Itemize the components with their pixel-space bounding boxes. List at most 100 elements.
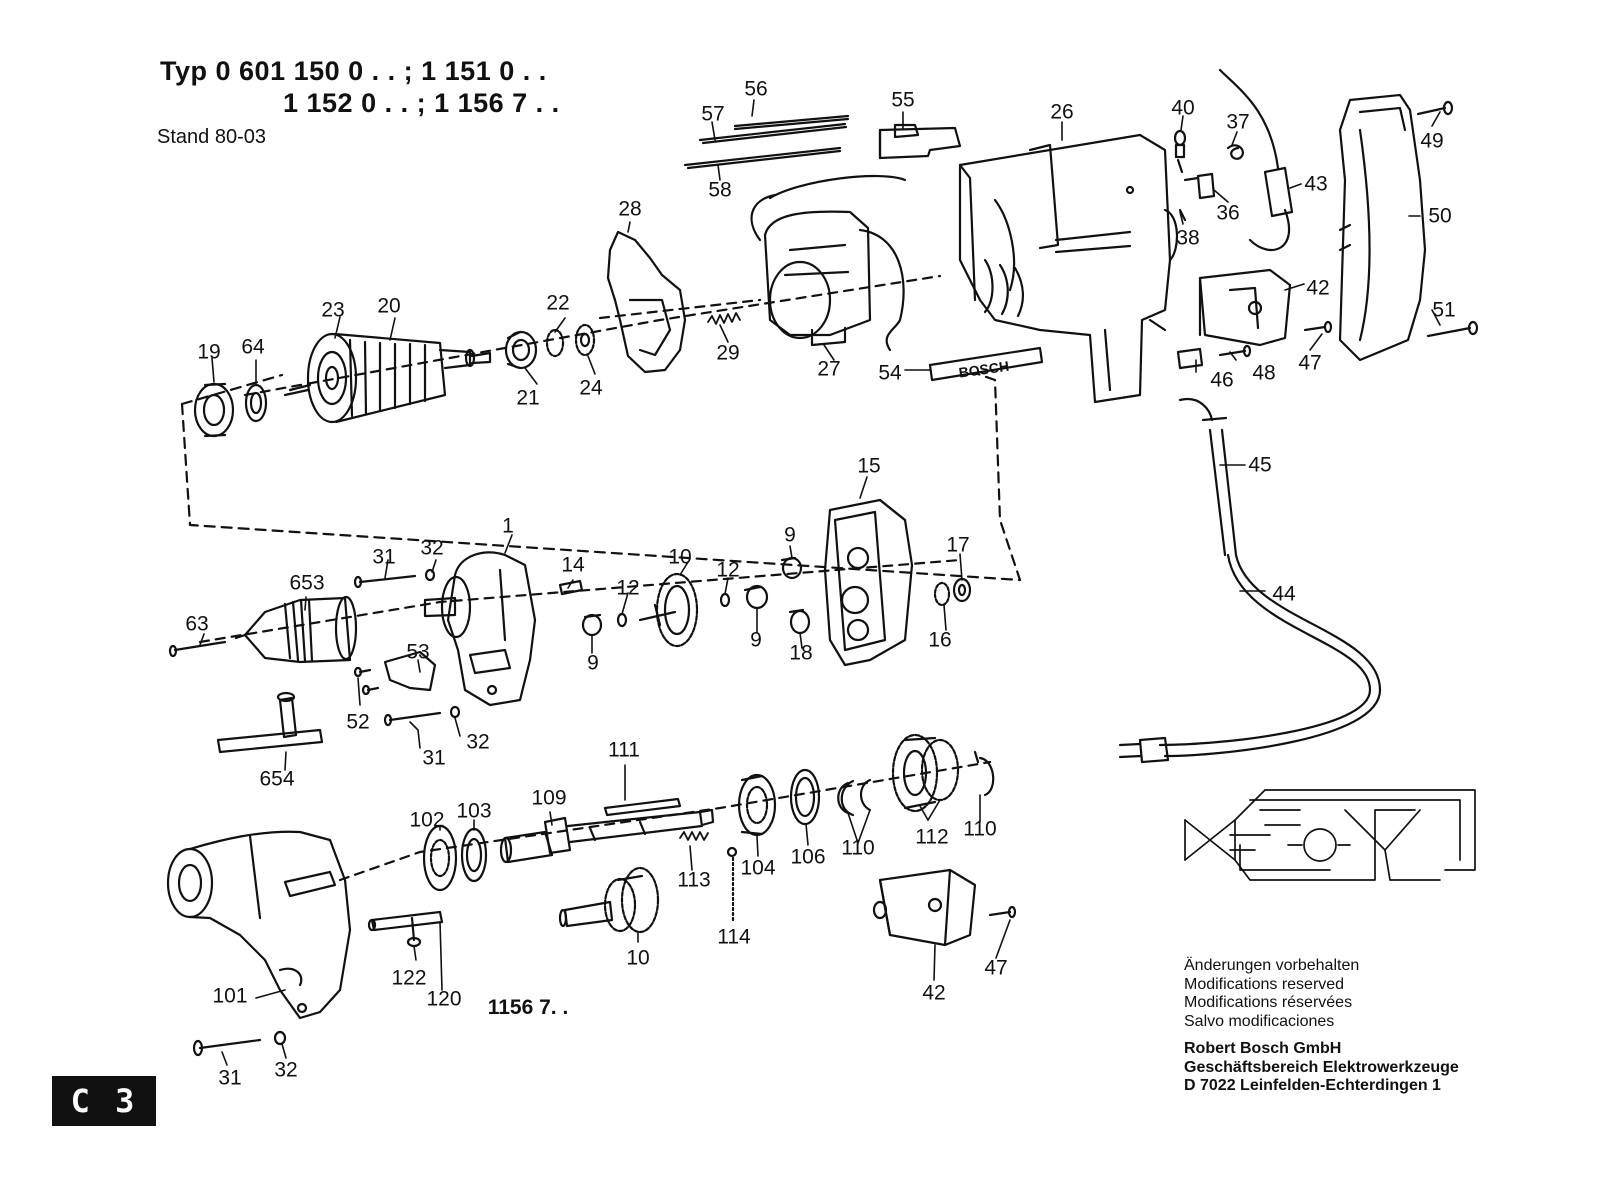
- part-number-label: 40: [1171, 96, 1195, 120]
- small-parts-36-40: [1173, 129, 1244, 222]
- bushing-9-a: [581, 613, 603, 637]
- ring-64: [244, 383, 268, 423]
- part-number-label: 38: [1176, 226, 1200, 250]
- spring-113: [679, 831, 709, 841]
- armature-20: [283, 332, 492, 424]
- part-number-label: 42: [1306, 276, 1330, 300]
- part-number-label: 26: [1050, 100, 1074, 124]
- part-number-label: 45: [1248, 453, 1272, 477]
- part-number-label: 110: [963, 817, 997, 841]
- ring-106: [789, 768, 821, 826]
- washer-22: [545, 328, 565, 358]
- bushing-9-c: [780, 556, 803, 580]
- wiring-schematic: [1184, 789, 1476, 881]
- bearing-102: [422, 824, 458, 892]
- washer-32-b: [449, 705, 461, 719]
- gear-112: [891, 733, 960, 813]
- part-number-label: 48: [1252, 361, 1276, 385]
- part-number-label: 15: [857, 454, 881, 478]
- screw-47-top: [1303, 320, 1333, 334]
- clamp-46: [1176, 347, 1204, 370]
- circlip-110-a: [837, 779, 855, 817]
- part-number-label: 9: [784, 523, 796, 547]
- ring-16: [933, 581, 951, 607]
- chuck-key-654: [216, 691, 324, 754]
- part-number-label: 63: [185, 612, 209, 636]
- company-line: Robert Bosch GmbH: [1184, 1040, 1342, 1057]
- switch-42-bottom: [872, 868, 977, 947]
- part-number-label: 10: [668, 545, 692, 569]
- part-number-label: 104: [740, 856, 776, 880]
- variant-label: 1156 7. .: [487, 996, 569, 1019]
- part-number-label: 653: [289, 571, 325, 595]
- gear-cover-15: [823, 498, 914, 667]
- leader-lines: [199, 99, 1441, 1066]
- washer-24: [574, 323, 596, 357]
- fan-baffle-28: [606, 230, 687, 374]
- part-number-label: 31: [218, 1066, 242, 1090]
- part-number-label: 110: [841, 836, 875, 860]
- part-number-label: 58: [708, 178, 732, 202]
- spindle-109: [499, 808, 715, 864]
- part-number-label: 57: [701, 102, 725, 126]
- assembly-dashed-frame: [180, 371, 1022, 582]
- pin-14: [558, 579, 584, 596]
- capacitor-43: [1218, 68, 1294, 252]
- brand-plate-text: BOSCH: [958, 358, 1010, 381]
- part-number-label: 1: [502, 514, 514, 538]
- screw-63: [168, 640, 227, 658]
- bushing-9-b: [743, 584, 769, 610]
- screw-47-bottom: [988, 905, 1017, 919]
- part-number-label: 44: [1272, 582, 1296, 606]
- part-number-label: 114: [717, 925, 751, 949]
- ring-103: [460, 827, 488, 883]
- screw-49: [1416, 100, 1454, 116]
- washer-32-a: [424, 568, 436, 582]
- part-number-label: 103: [456, 799, 492, 823]
- company-line: Geschäftsbereich Elektrowerkzeuge: [1184, 1058, 1459, 1076]
- part-number-label: 54: [878, 361, 902, 385]
- type-label: Typ: [160, 56, 208, 86]
- circlip-110-b: [859, 778, 872, 812]
- part-number-label: 28: [618, 197, 642, 221]
- screw-48: [1218, 344, 1252, 358]
- part-number-label: 106: [790, 845, 826, 869]
- part-number-label: 47: [1298, 351, 1322, 375]
- part-number-label: 55: [891, 88, 915, 112]
- washer-17: [952, 577, 972, 603]
- part-number-label: 120: [426, 987, 462, 1011]
- company-address: Robert Bosch GmbH Geschäftsbereich Elekt…: [1184, 1040, 1459, 1096]
- company-line: D 7022 Leinfelden-Echterdingen 1: [1184, 1077, 1441, 1094]
- handle-half-50: [1338, 93, 1427, 362]
- modification-notes: Änderungen vorbehalten Modifications res…: [1184, 957, 1359, 1031]
- washer-32-c: [273, 1030, 287, 1046]
- part-number-label: 32: [466, 730, 490, 754]
- part-number-label: 12: [616, 576, 640, 600]
- washer-12-a: [616, 612, 628, 628]
- note-line: Modifications réservées: [1184, 994, 1353, 1011]
- page-code-badge: C 3: [52, 1076, 156, 1126]
- gear-housing-101: [166, 830, 352, 1020]
- part-number-label: 16: [928, 628, 952, 652]
- rivets-52: [353, 666, 380, 696]
- part-number-label: 9: [587, 651, 599, 675]
- part-number-label: 12: [716, 558, 740, 582]
- type-header-line1: Typ 0 601 150 0 . . ; 1 151 0 . .: [160, 56, 547, 87]
- gear-housing-1: [423, 551, 537, 707]
- part-number-label: 53: [406, 640, 430, 664]
- note-line: Salvo modificaciones: [1184, 1012, 1335, 1030]
- part-number-label: 50: [1428, 204, 1452, 228]
- revision-stand: Stand 80-03: [157, 126, 266, 148]
- drill-chuck-653: [234, 595, 358, 664]
- part-number-label: 18: [789, 641, 813, 665]
- part-number-label: 19: [197, 340, 221, 364]
- spring-29: [707, 312, 741, 325]
- part-number-label: 37: [1226, 110, 1250, 134]
- strips-56-57-58: [683, 114, 850, 170]
- motor-housing-26: [958, 133, 1179, 404]
- part-number-label: 46: [1210, 368, 1234, 392]
- washer-12-b: [719, 592, 731, 608]
- part-number-label: 10: [626, 946, 650, 970]
- part-number-label: 24: [579, 376, 603, 400]
- screw-122: [406, 916, 422, 948]
